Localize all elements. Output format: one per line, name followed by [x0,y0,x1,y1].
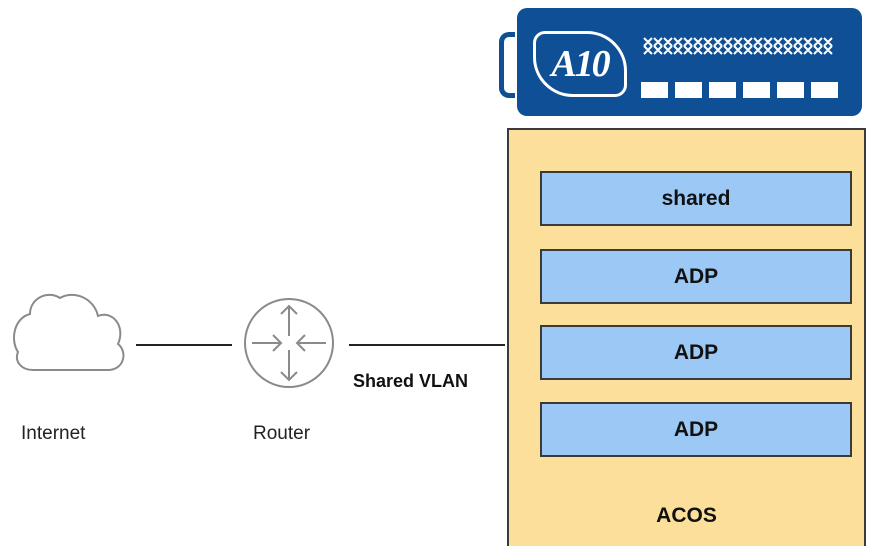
partition-adp-1: ADP [540,249,852,304]
partition-shared: shared [540,171,852,226]
partition-adp-3: ADP [540,402,852,457]
port-block [811,82,838,98]
a10-appliance-icon [517,8,862,116]
port-blocks [641,82,838,98]
port-block [641,82,668,98]
partition-adp-2: ADP [540,325,852,380]
port-block [709,82,736,98]
router-label: Router [253,423,311,444]
router-icon [244,298,334,388]
acos-label: ACOS [656,504,717,527]
port-block [777,82,804,98]
device-bracket [499,32,515,98]
internet-label: Internet [21,423,86,444]
port-block [675,82,702,98]
cloud-icon [13,293,125,371]
a10-logo: A10 [533,31,627,97]
port-block [743,82,770,98]
port-pattern-icon [643,37,833,55]
shared-vlan-label: Shared VLAN [353,371,469,391]
